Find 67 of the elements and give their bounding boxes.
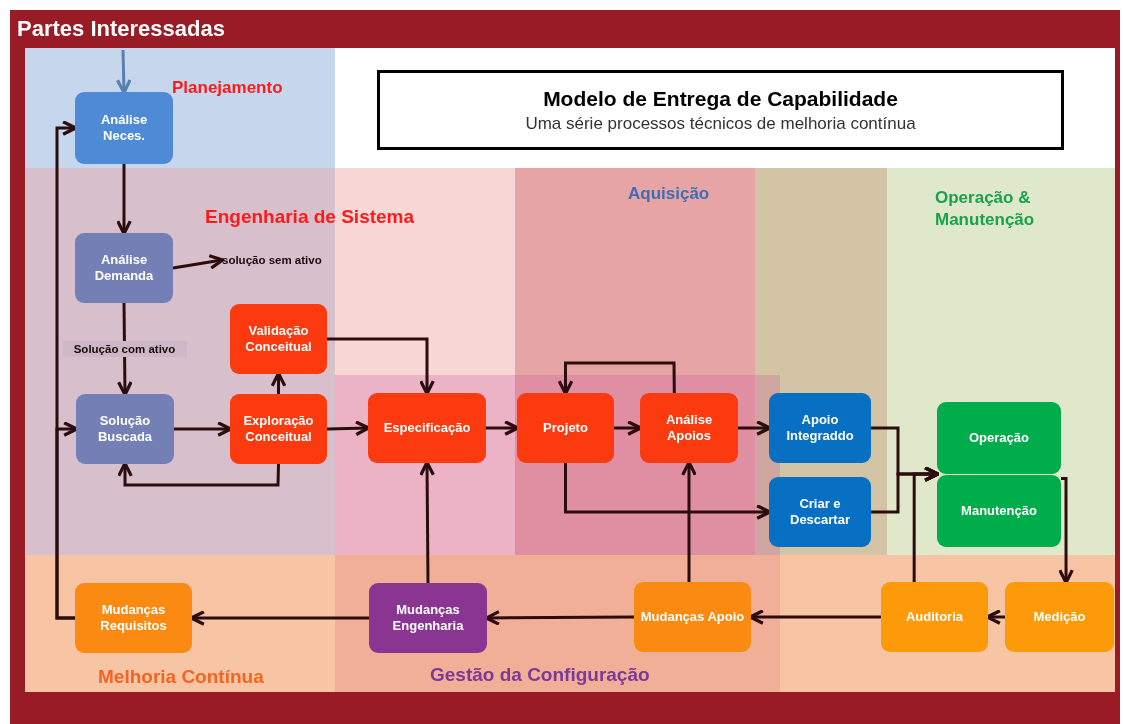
region-label: Aquisição [628, 183, 711, 205]
arrow [738, 420, 772, 436]
arrow [115, 49, 132, 95]
process-label: Análise Demanda [93, 251, 155, 285]
process-box [769, 393, 871, 463]
process-box [517, 393, 614, 463]
process-box [881, 582, 988, 652]
arrow [55, 421, 79, 620]
process-box [937, 402, 1061, 474]
process-label: Mudanças Requisitos [99, 601, 168, 635]
region-label: Gestão da Configuração [430, 663, 651, 687]
region-label: Planejamento [172, 77, 284, 99]
arrow [614, 420, 643, 436]
arrow [117, 461, 280, 487]
arrow [1058, 477, 1074, 585]
process-box [230, 304, 327, 374]
outcome-label: solução sem ativo [222, 254, 322, 266]
process-label: Solução Buscada [96, 412, 154, 446]
arrow [564, 463, 772, 520]
process-label: Projeto [543, 419, 588, 437]
box-subheading: Uma série processos técnicos de melhoria contínua [525, 112, 916, 135]
process-label: Exploração Conceitual [242, 412, 315, 446]
arrow [681, 460, 697, 582]
box-heading: Modelo de Entrega de Capabilidade [543, 86, 898, 113]
process-label: Mudanças Apoio [640, 608, 745, 626]
arrow [557, 361, 676, 396]
arrow [327, 337, 435, 396]
process-box [769, 477, 871, 547]
process-box [368, 393, 486, 463]
arrow [116, 164, 132, 236]
arrow [174, 421, 233, 437]
process-box [937, 475, 1061, 547]
arrow [326, 420, 371, 437]
process-box [640, 393, 738, 463]
arrow [270, 371, 287, 394]
arrow [484, 610, 634, 626]
process-label: Criar e Descartar [789, 495, 851, 529]
process-label: Auditoria [905, 608, 964, 626]
arrow [419, 460, 435, 583]
process-box [76, 394, 174, 464]
process-box [75, 233, 173, 303]
process-box [75, 92, 173, 164]
process-box [1005, 582, 1114, 652]
frame-title: Partes Interessadas [17, 15, 226, 43]
process-label: Medição [1033, 608, 1086, 626]
process-label: Análise Neces. [99, 111, 149, 145]
arrow [748, 609, 881, 625]
title-box [377, 70, 1064, 150]
process-label: Mudanças Engenharia [391, 601, 465, 635]
region-label: Engenharia de Sistema [205, 205, 416, 229]
arrow [172, 254, 225, 270]
process-box [634, 582, 751, 652]
process-label: Apoio Integraddo [785, 411, 855, 445]
arrow [486, 420, 520, 436]
arrow [912, 466, 940, 582]
process-label: Especificação [383, 419, 471, 437]
process-box [369, 583, 487, 653]
region-label: Melhoria Contínua [98, 665, 265, 689]
process-label: Operação [969, 429, 1029, 447]
arrow [985, 609, 1005, 625]
region-label: Operação & Manutenção [935, 187, 1036, 232]
process-label: Análise Apoios [664, 411, 714, 445]
process-box [230, 394, 327, 464]
arrow [189, 610, 369, 626]
process-box [75, 583, 192, 653]
process-label: Validação Conceitual [244, 322, 313, 356]
process-label: Manutenção [961, 502, 1037, 520]
